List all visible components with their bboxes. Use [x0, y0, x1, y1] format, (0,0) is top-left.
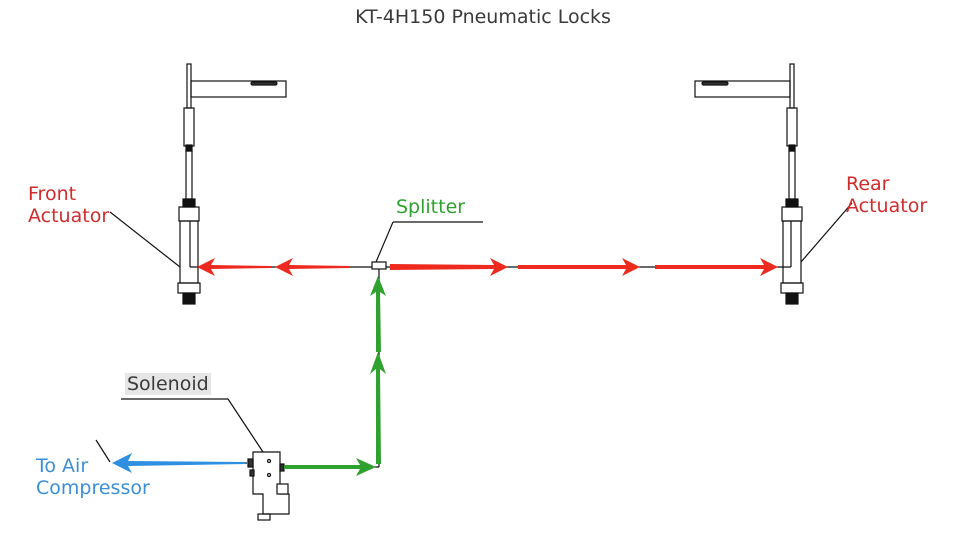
air-compressor-label: To Air Compressor: [36, 455, 150, 499]
front-actuator-label: Front Actuator: [28, 183, 109, 227]
front-actuator-label-line1: Front: [28, 183, 77, 205]
front-actuator-label-line2: Actuator: [28, 205, 110, 227]
blue-arrow: [112, 453, 246, 473]
green-arrows: [284, 276, 386, 476]
red-arrows: [197, 258, 778, 276]
front-actuator-drawing: [109, 63, 287, 305]
rear-actuator-label-line1: Rear: [846, 173, 890, 195]
solenoid-label: Solenoid: [125, 373, 211, 395]
solenoid-drawing: [247, 451, 290, 521]
air-compressor-label-line1: To Air: [36, 455, 89, 477]
rear-actuator-drawing: [694, 63, 853, 305]
rear-actuator-label: Rear Actuator: [846, 173, 927, 217]
splitter-fitting: [371, 261, 387, 270]
air-compressor-label-line2: Compressor: [36, 477, 150, 499]
diagram-title: KT-4H150 Pneumatic Locks: [355, 6, 611, 28]
splitter-label: Splitter: [396, 196, 466, 218]
rear-actuator-label-line2: Actuator: [846, 195, 928, 217]
